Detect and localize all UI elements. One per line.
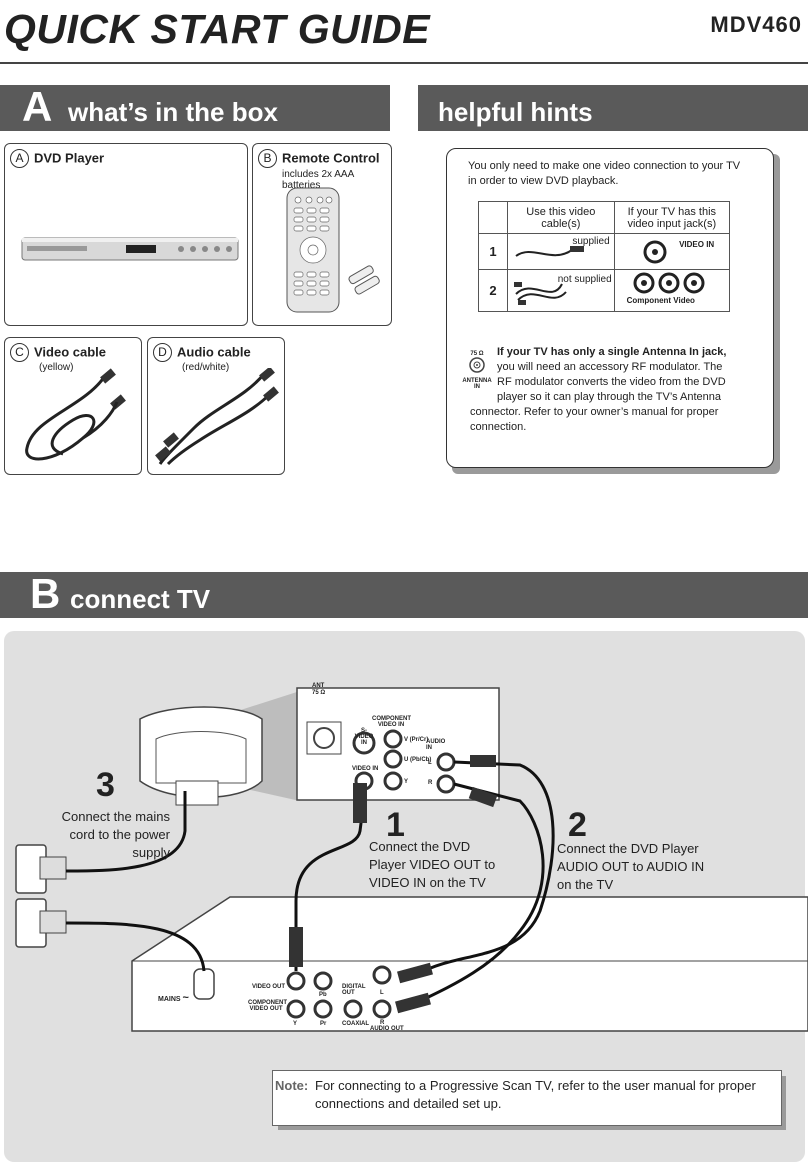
audio-out-label: AUDIO OUT <box>370 1026 404 1032</box>
section-b-bar: B connect TV <box>0 570 808 618</box>
item-name: Video cable <box>34 344 107 360</box>
item-name: Audio cable <box>177 344 251 360</box>
note-box: Note: For connecting to a Progressive Sc… <box>272 1070 782 1126</box>
remote-image <box>286 187 380 313</box>
jack-label: Component Video <box>626 296 695 305</box>
box-item-remote: B Remote Control includes 2x AAA batterie… <box>252 143 392 326</box>
pb-label: Pb <box>319 992 327 998</box>
video-cable-icon <box>515 245 584 257</box>
hints-intro: You only need to make one video connecti… <box>468 160 741 187</box>
table-row: 1 supplied VIDEO IN <box>478 233 731 270</box>
video-cable-image <box>25 368 126 461</box>
note-label: Note: <box>275 1078 309 1093</box>
pr-label: Pr <box>320 1021 327 1027</box>
tv-ohm-label: 75 Ω <box>312 690 326 696</box>
box-item-video-cable: C Video cable (yellow) <box>4 337 142 475</box>
item-letter: D <box>153 343 172 362</box>
component-out-label: COMPONENT VIDEO OUT <box>248 1000 287 1012</box>
step-2-number: 2 <box>568 806 587 844</box>
item-letter: A <box>10 149 29 168</box>
step-3-text: Connect the mains cord to the power supp… <box>61 809 170 860</box>
tv-video-in-label: VIDEO IN <box>352 766 379 772</box>
tv-svideo-label: S-VIDEO IN <box>354 728 374 746</box>
rca-jack-icon <box>643 240 667 264</box>
antenna-hint: If your TV has only a single Antenna In … <box>470 345 738 435</box>
coaxial-label: COAXIAL <box>342 1021 369 1027</box>
cable-label: not supplied <box>557 274 612 285</box>
hints-label: helpful hints <box>438 97 593 127</box>
guide-title: QUICK START GUIDE <box>4 6 431 52</box>
connection-illustration <box>15 687 808 1032</box>
cable-label: supplied <box>572 236 610 247</box>
component-cable-icon <box>514 281 567 305</box>
item-name: DVD Player <box>34 150 105 166</box>
section-label: what’s in the box <box>68 97 278 127</box>
box-item-audio-cable: D Audio cable (red/white) <box>147 337 285 475</box>
section-letter: A <box>22 83 53 130</box>
audio-cable-image <box>155 368 279 466</box>
audio-r-label: R <box>380 1020 385 1026</box>
dvd-player-image <box>21 237 239 261</box>
tv-u-label: U (Pb/Cb) <box>404 757 432 763</box>
hints-col-cable: Use this video cable(s) <box>507 201 615 234</box>
antenna-hint-text: you will need an accessory RF modulator.… <box>470 361 726 433</box>
tv-audio-in-label: AUDIO IN <box>426 739 446 751</box>
section-label: connect TV <box>70 584 211 614</box>
item-sub: (yellow) <box>39 362 74 373</box>
item-letter: C <box>10 343 29 362</box>
step-1-number: 1 <box>386 806 405 844</box>
box-item-dvd-player: A DVD Player <box>4 143 248 326</box>
hints-table: Use this video cable(s) If your TV has t… <box>478 201 731 312</box>
header-rule <box>0 62 808 64</box>
antenna-jack-icon: 75 Ω ANTENNA IN <box>461 351 493 390</box>
component-jacks-icon <box>633 272 705 294</box>
jack-label: VIDEO IN <box>679 240 715 249</box>
tv-l-label: L <box>428 760 432 766</box>
tv-component-label: COMPONENT VIDEO IN <box>372 716 411 728</box>
hints-col-jack: If your TV has this video input jack(s) <box>613 201 731 234</box>
digital-out-label: DIGITAL OUT <box>342 984 366 996</box>
item-sub: (red/white) <box>182 362 230 373</box>
video-out-label: VIDEO OUT <box>252 984 286 990</box>
tv-y-label: Y <box>404 779 409 785</box>
row-num: 2 <box>478 269 508 312</box>
tv-v-label: V (Pr/Cr) <box>404 737 429 743</box>
model-number: MDV460 <box>710 12 802 37</box>
item-letter: B <box>258 149 277 168</box>
mains-label: MAINS ~ <box>158 992 189 1004</box>
hints-bar: helpful hints <box>418 85 808 131</box>
step-3-number: 3 <box>96 766 115 804</box>
table-row: 2 not supplied Component Video <box>478 269 731 312</box>
antenna-label: ANTENNA IN <box>462 378 492 390</box>
y-label: Y <box>293 1021 298 1027</box>
row-num: 1 <box>478 233 508 270</box>
note-text: For connecting to a Progressive Scan TV,… <box>315 1078 756 1111</box>
item-name: Remote Control <box>282 150 380 166</box>
hints-card: You only need to make one video connecti… <box>446 148 774 468</box>
tv-ant-label: ANT <box>312 683 325 689</box>
antenna-ohm: 75 Ω <box>470 351 484 357</box>
tv-r-label: R <box>428 780 433 786</box>
item-sub: includes 2x AAA batteries <box>282 169 354 191</box>
antenna-hint-bold: If your TV has only a single Antenna In … <box>497 346 727 358</box>
step-2-text: Connect the DVD Player AUDIO OUT to AUDI… <box>557 841 705 892</box>
section-letter: B <box>30 570 61 617</box>
audio-l-label: L <box>380 990 384 996</box>
step-1-text: Connect the DVD Player VIDEO OUT to VIDE… <box>369 839 496 890</box>
section-a-bar: A what’s in the box <box>0 83 390 131</box>
